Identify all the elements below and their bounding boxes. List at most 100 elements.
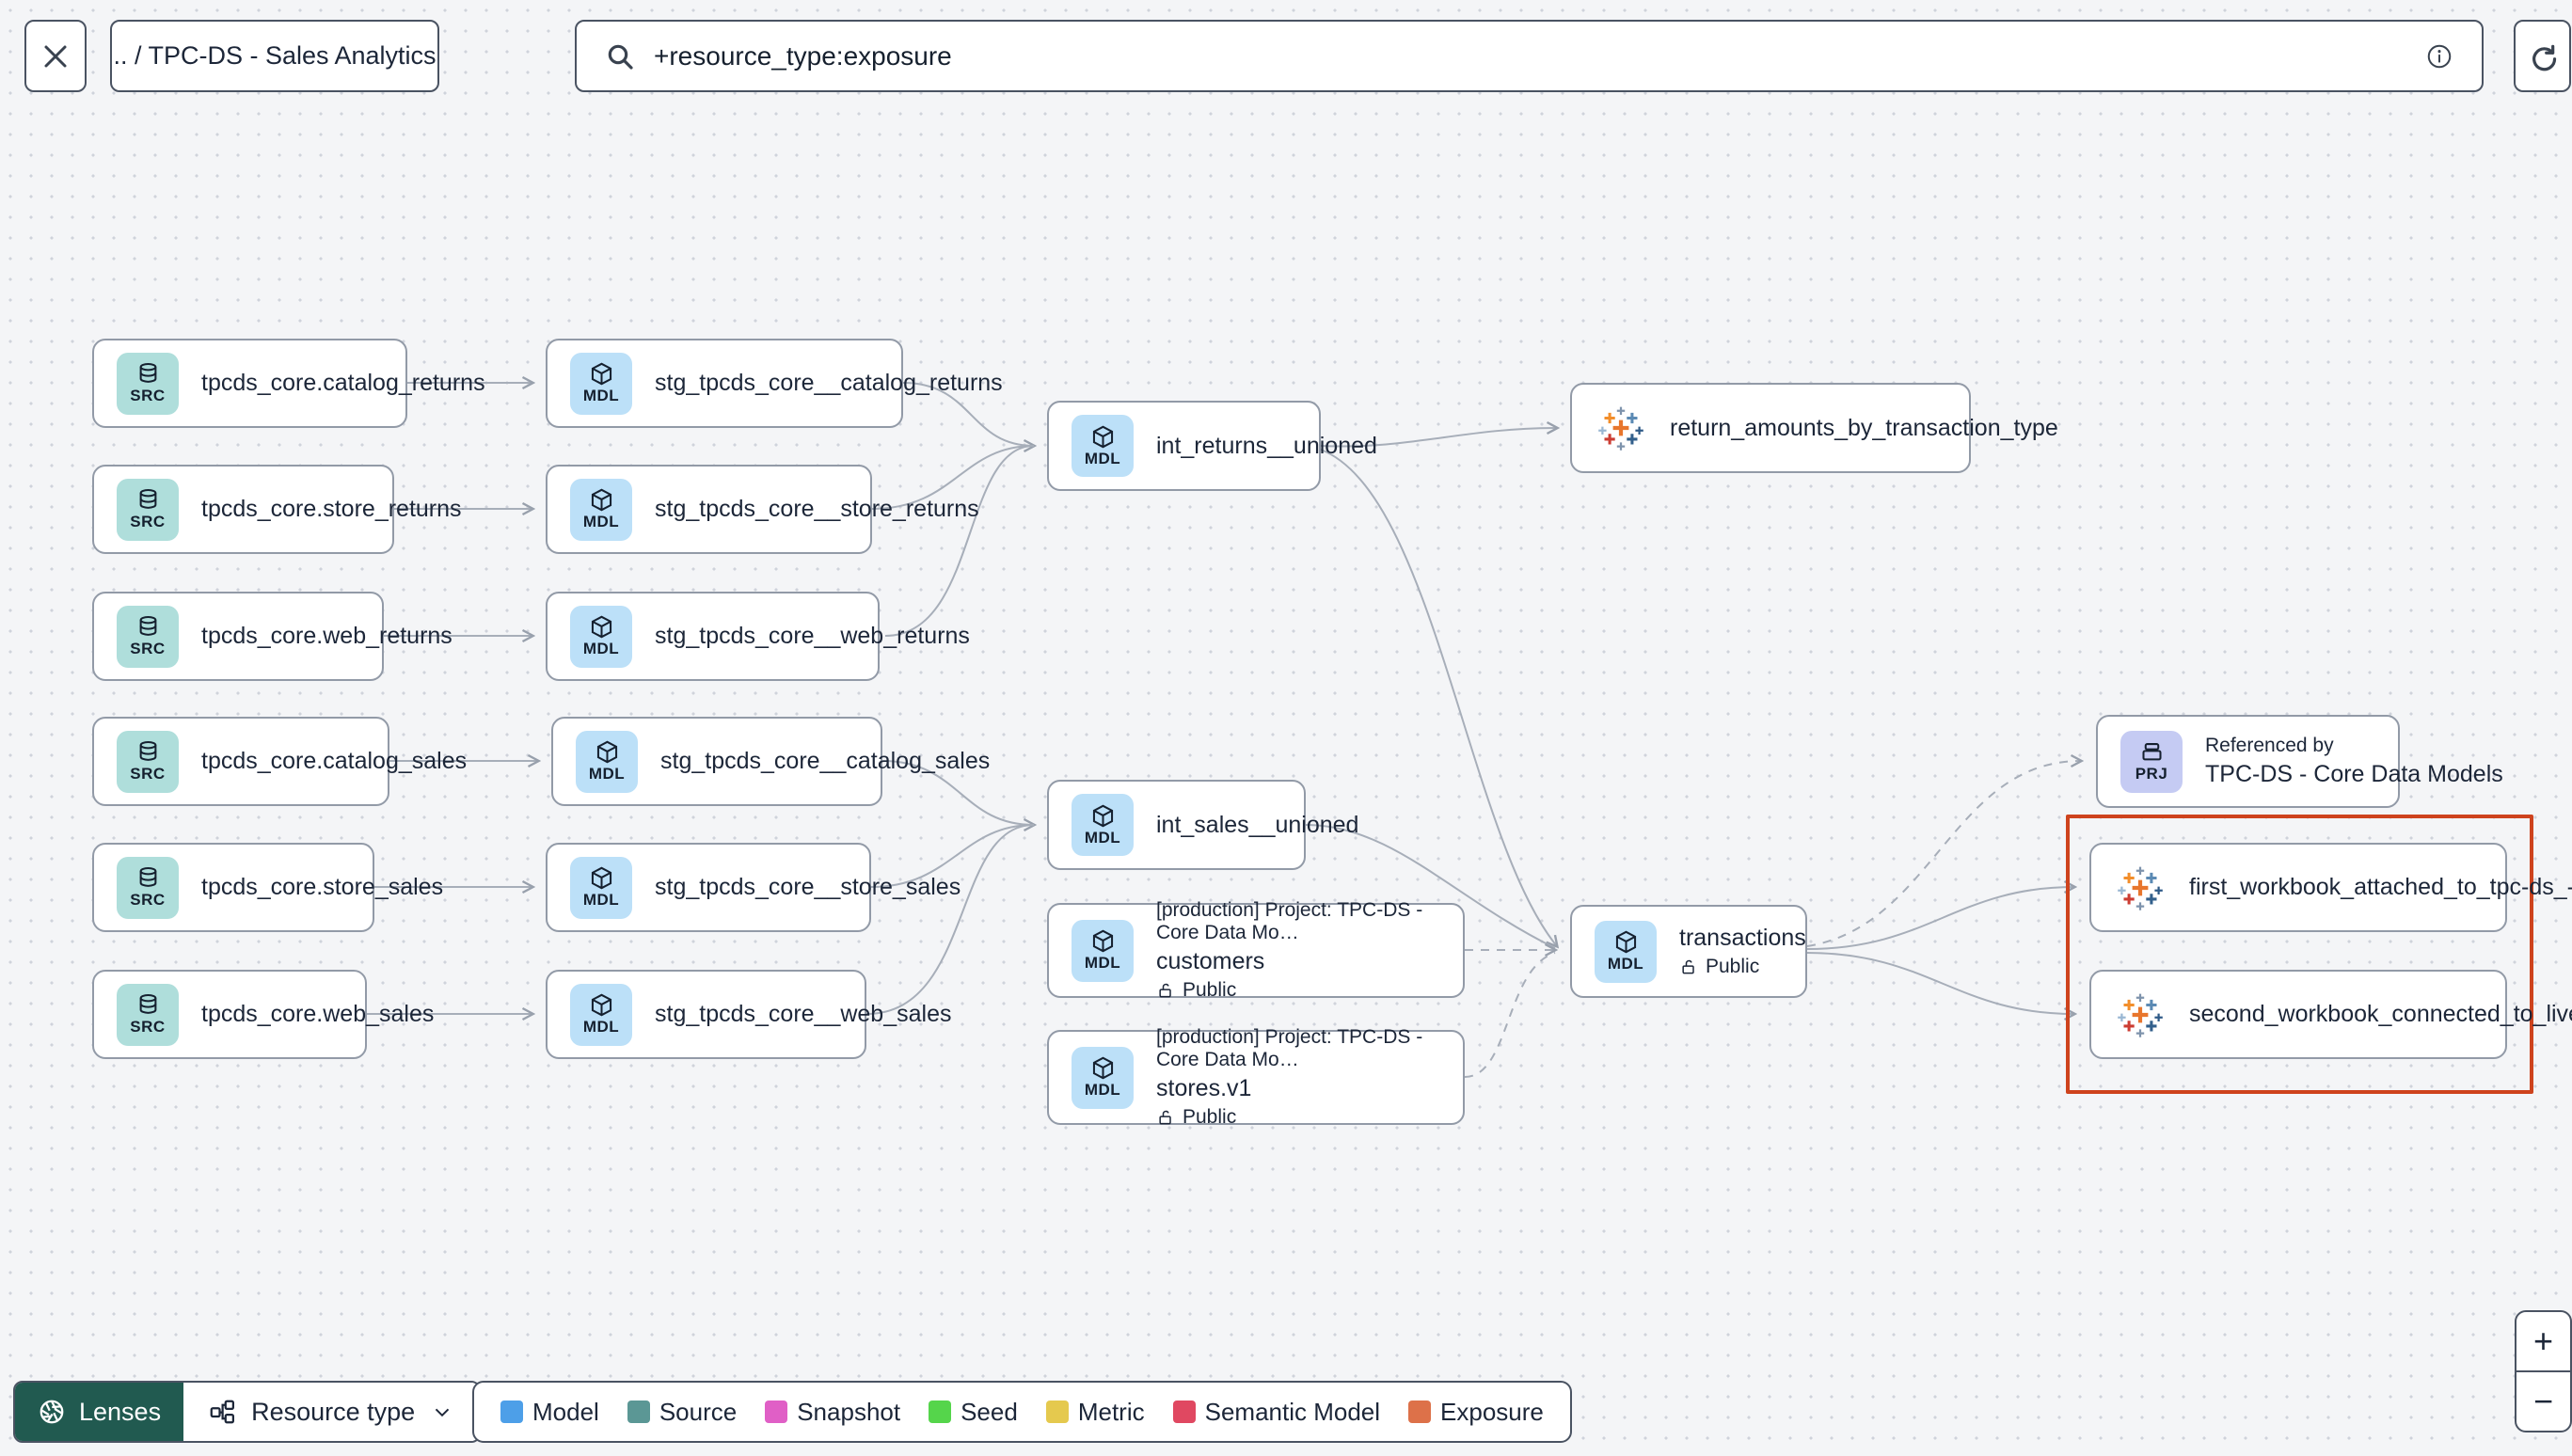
chevron-down-icon (435, 1408, 450, 1417)
tableau-icon (2118, 866, 2163, 910)
legend-item-seed: Seed (929, 1398, 1018, 1427)
node-referenced-by-project[interactable]: PRJ Referenced by TPC-DS - Core Data Mod… (2096, 715, 2503, 808)
node-stg-store-sales[interactable]: MDL stg_tpcds_core__store_sales (546, 843, 961, 932)
node-stg-store-returns[interactable]: MDL stg_tpcds_core__store_returns (546, 465, 979, 554)
node-first-workbook[interactable]: first_workbook_attached_to_tpc-ds_-_… (2089, 843, 2572, 932)
tableau-icon (2118, 993, 2163, 1037)
cube-icon (1092, 804, 1113, 827)
node-src-web-returns[interactable]: SRC tpcds_core.web_returns (92, 592, 452, 681)
node-stg-catalog-sales[interactable]: MDL stg_tpcds_core__catalog_sales (551, 717, 990, 806)
close-button[interactable] (24, 20, 87, 92)
node-label: stg_tpcds_core__store_returns (655, 496, 979, 522)
legend-item-model: Model (500, 1398, 599, 1427)
highlight-box (2066, 815, 2533, 1094)
node-int-sales-unioned[interactable]: MDL int_sales__unioned (1047, 780, 1358, 870)
zoom-in-button[interactable]: + (2516, 1312, 2570, 1372)
search-input[interactable]: +resource_type:exposure (654, 40, 952, 71)
model-badge: MDL (570, 856, 632, 919)
node-int-returns-unioned[interactable]: MDL int_returns__unioned (1047, 401, 1377, 491)
source-badge: SRC (117, 605, 179, 668)
model-badge: MDL (1072, 919, 1134, 982)
node-label: int_sales__unioned (1156, 811, 1359, 838)
close-icon (44, 45, 67, 67)
node-transactions[interactable]: MDL transactions Public (1570, 905, 1807, 998)
zoom-controls: + − (2515, 1310, 2572, 1432)
lens-controls: Lenses Resource type (13, 1381, 482, 1443)
source-badge: SRC (117, 856, 179, 919)
info-icon[interactable] (2425, 42, 2453, 71)
node-label: stg_tpcds_core__web_returns (655, 623, 970, 649)
source-swatch (627, 1401, 650, 1423)
node-stg-catalog-returns[interactable]: MDL stg_tpcds_core__catalog_returns (546, 339, 1003, 428)
cube-icon (1092, 929, 1113, 953)
node-exposure-return-amounts[interactable]: return_amounts_by_transaction_type (1570, 383, 2058, 473)
node-src-store-returns[interactable]: SRC tpcds_core.store_returns (92, 465, 462, 554)
hierarchy-icon (210, 1400, 235, 1424)
node-label: int_returns__unioned (1156, 432, 1377, 459)
node-src-catalog-returns[interactable]: SRC tpcds_core.catalog_returns (92, 339, 485, 428)
cube-icon (596, 740, 617, 764)
refresh-button[interactable] (2514, 20, 2571, 92)
breadcrumb[interactable]: .. / TPC-DS - Sales Analytics (110, 20, 439, 92)
zoom-out-button[interactable]: − (2516, 1372, 2570, 1431)
archive-icon (2141, 743, 2162, 761)
refresh-icon (2532, 44, 2556, 71)
lock-open-icon (1682, 959, 1694, 974)
node-src-web-sales[interactable]: SRC tpcds_core.web_sales (92, 970, 434, 1059)
node-label: tpcds_core.catalog_sales (201, 748, 468, 774)
legend-item-metric: Metric (1045, 1398, 1145, 1427)
node-label: first_workbook_attached_to_tpc-ds_-_… (2189, 874, 2572, 900)
project-line: [production] Project: TPC-DS - Core Data… (1156, 899, 1423, 943)
node-label: stg_tpcds_core__web_sales (655, 1001, 952, 1027)
model-swatch (500, 1401, 523, 1423)
cube-icon (591, 615, 611, 639)
source-badge: SRC (117, 730, 179, 793)
metric-swatch (1045, 1401, 1069, 1423)
cube-icon (1092, 1056, 1113, 1080)
node-label: tpcds_core.catalog_returns (201, 370, 485, 396)
source-badge: SRC (117, 352, 179, 415)
database-icon (139, 616, 156, 636)
search-bar[interactable]: +resource_type:exposure (575, 20, 2484, 92)
database-icon (139, 741, 156, 761)
resource-type-dropdown[interactable]: Resource type (183, 1383, 480, 1441)
node-stg-web-sales[interactable]: MDL stg_tpcds_core__web_sales (546, 970, 951, 1059)
cube-icon (591, 362, 611, 386)
semantic-model-swatch (1172, 1401, 1196, 1423)
node-stg-web-returns[interactable]: MDL stg_tpcds_core__web_returns (546, 592, 970, 681)
node-label: customers (1156, 948, 1265, 974)
node-label: tpcds_core.store_sales (201, 874, 444, 900)
visibility-row: Public (1679, 956, 1806, 978)
database-icon (139, 867, 156, 887)
referenced-by-label: Referenced by (2205, 735, 2334, 756)
cube-icon (591, 866, 611, 890)
snapshot-swatch (765, 1401, 788, 1423)
visibility-row: Public (1156, 979, 1440, 1002)
node-src-store-sales[interactable]: SRC tpcds_core.store_sales (92, 843, 443, 932)
lock-open-icon (1159, 983, 1171, 998)
node-customers[interactable]: MDL [production] Project: TPC-DS - Core … (1047, 899, 1465, 1001)
cube-icon (591, 488, 611, 512)
lenses-label: Lenses (79, 1397, 162, 1426)
legend-item-semantic-model: Semantic Model (1172, 1398, 1380, 1427)
aperture-icon (40, 1400, 64, 1424)
visibility-row: Public (1156, 1106, 1440, 1129)
node-label: stg_tpcds_core__store_sales (655, 874, 961, 900)
node-src-catalog-sales[interactable]: SRC tpcds_core.catalog_sales (92, 717, 467, 806)
source-badge: SRC (117, 983, 179, 1046)
node-label: return_amounts_by_transaction_type (1670, 414, 2058, 441)
node-stores-v1[interactable]: MDL [production] Project: TPC-DS - Core … (1047, 1026, 1465, 1128)
lenses-button[interactable]: Lenses (15, 1383, 184, 1441)
breadcrumb-label: .. / TPC-DS - Sales Analytics (113, 41, 437, 70)
node-label: stores.v1 (1156, 1075, 1252, 1101)
model-badge: MDL (1072, 1046, 1134, 1109)
model-badge: MDL (1072, 794, 1134, 856)
model-badge: MDL (576, 730, 638, 793)
cube-icon (591, 993, 611, 1017)
model-badge: MDL (570, 352, 632, 415)
node-second-workbook[interactable]: second_workbook_connected_to_live… (2089, 970, 2572, 1059)
database-icon (139, 363, 156, 383)
model-badge: MDL (570, 605, 632, 668)
